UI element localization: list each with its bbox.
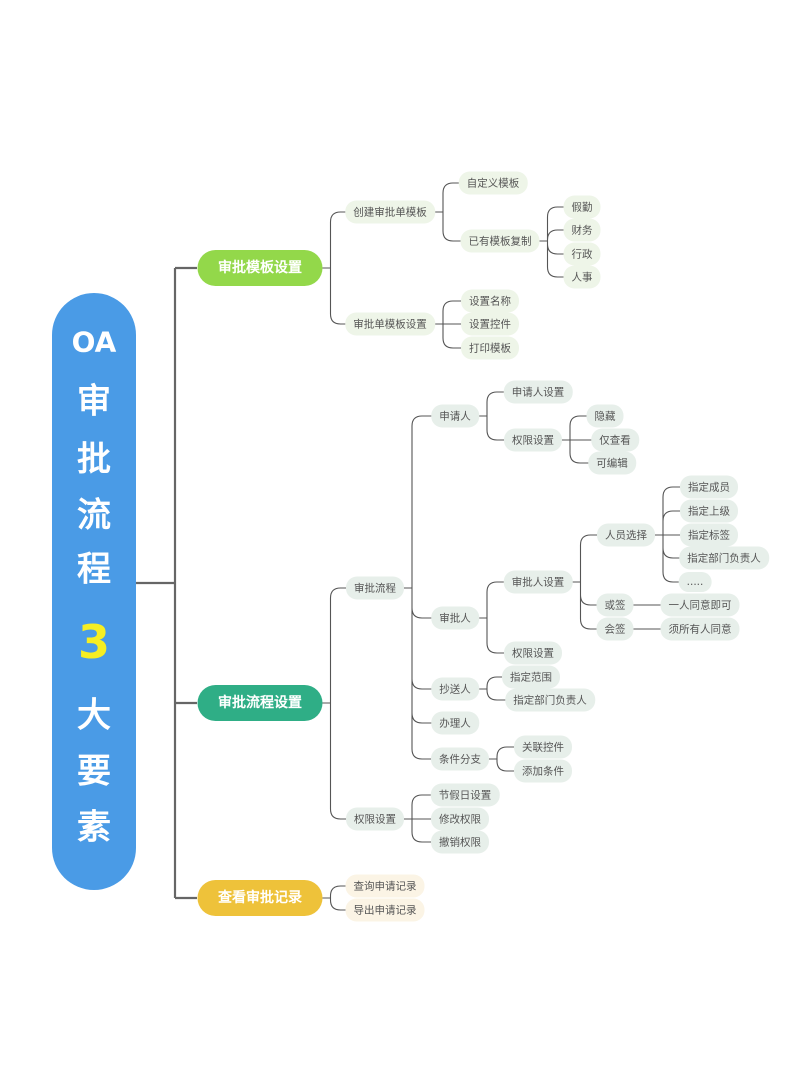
mindmap-node[interactable]: 已有模板复制 [460, 229, 540, 253]
template-settings-node[interactable]: 审批模板设置 [197, 250, 323, 286]
mindmap-node[interactable]: 设置控件 [461, 312, 519, 336]
mindmap-node[interactable]: 指定上级 [680, 499, 738, 523]
mindmap-node[interactable]: 申请人设置 [503, 380, 573, 404]
mindmap-node[interactable]: 审批人设置 [503, 570, 573, 594]
root-title-char: 程 [77, 549, 111, 590]
mindmap-node[interactable]: 审批人 [431, 606, 479, 630]
flow-settings-node[interactable]: 审批流程设置 [197, 685, 323, 721]
mindmap-node[interactable]: 权限设置 [504, 641, 562, 665]
mindmap-node[interactable]: 指定标签 [680, 523, 738, 547]
branch-connector [572, 534, 599, 630]
mindmap-node[interactable]: 申请人 [431, 404, 479, 428]
mindmap-node[interactable]: 审批流程 [346, 576, 404, 600]
mindmap-node[interactable]: 人事 [563, 265, 601, 289]
branch-connector [489, 746, 516, 772]
branch-connector [322, 211, 347, 325]
mindmap-node[interactable]: 撤销权限 [431, 830, 489, 854]
mindmap-node[interactable]: 指定部门负责人 [679, 546, 769, 570]
branch-connector [479, 676, 507, 701]
root-title-char: 批 [77, 439, 111, 480]
mindmap-node[interactable]: 关联控件 [514, 735, 572, 759]
mindmap-node[interactable]: 行政 [563, 242, 601, 266]
mindmap-node[interactable]: 财务 [563, 218, 601, 242]
mindmap-node[interactable]: 添加条件 [514, 759, 572, 783]
branch-connector [404, 794, 433, 843]
trunk-connector [136, 266, 197, 900]
mindmap-node[interactable]: 一人同意即可 [660, 593, 740, 617]
mindmap-node[interactable]: 可编辑 [588, 451, 636, 475]
mindmap-node[interactable]: 审批单模板设置 [345, 312, 435, 336]
mindmap-node[interactable]: 导出申请记录 [345, 898, 425, 922]
root-title-char: 流 [77, 495, 111, 536]
mindmap-node[interactable]: 条件分支 [431, 747, 489, 771]
mindmap-node[interactable]: 指定范围 [502, 665, 560, 689]
branch-connector [479, 581, 506, 654]
mindmap-node[interactable]: 打印模板 [461, 336, 519, 360]
root-title-char: 素 [77, 807, 111, 848]
view-records-node[interactable]: 查看审批记录 [197, 880, 323, 916]
mindmap-node[interactable]: 会签 [596, 617, 634, 641]
branch-connector [562, 415, 593, 464]
root-title-char: 要 [77, 751, 111, 792]
root-title-number: 3 [77, 615, 110, 669]
branch-connector [479, 391, 506, 441]
branch-connector [435, 300, 463, 349]
mindmap-node[interactable]: 设置名称 [461, 289, 519, 313]
root-title-pill: OA 审 批 流 程 3 大 要 素 [52, 293, 136, 890]
root-title-char: 审 [77, 381, 111, 422]
mindmap-node[interactable]: 抄送人 [431, 677, 479, 701]
mindmap-node[interactable]: 创建审批单模板 [345, 200, 435, 224]
mindmap-node[interactable]: 隐藏 [586, 404, 624, 428]
mindmap-node[interactable]: 节假日设置 [430, 783, 500, 807]
root-title-char: 大 [77, 695, 111, 736]
mindmap-node[interactable]: 须所有人同意 [660, 617, 740, 641]
mindmap-node[interactable]: 权限设置 [346, 807, 404, 831]
mindmap-node[interactable]: 权限设置 [504, 428, 562, 452]
branch-connector [322, 587, 348, 820]
mindmap-node[interactable]: 办理人 [431, 711, 479, 735]
mindmap-node[interactable]: 指定成员 [680, 475, 738, 499]
mindmap-node[interactable]: 修改权限 [431, 807, 489, 831]
mindmap-node[interactable]: ..... [678, 572, 712, 592]
branch-connector [435, 182, 463, 242]
root-title-oa: OA [71, 325, 117, 359]
mindmap-node[interactable]: 指定部门负责人 [505, 688, 595, 712]
mindmap-node[interactable]: 自定义模板 [458, 171, 528, 195]
mindmap-node[interactable]: 仅查看 [591, 428, 639, 452]
branch-connector [322, 885, 348, 911]
mindmap-node[interactable]: 人员选择 [597, 523, 655, 547]
branch-connector [404, 415, 433, 760]
branch-connector [655, 486, 682, 583]
mindmap-node[interactable]: 查询申请记录 [345, 874, 425, 898]
mindmap-node[interactable]: 假勤 [563, 195, 601, 219]
branch-connector [539, 206, 566, 278]
mindmap-node[interactable]: 或签 [596, 593, 634, 617]
